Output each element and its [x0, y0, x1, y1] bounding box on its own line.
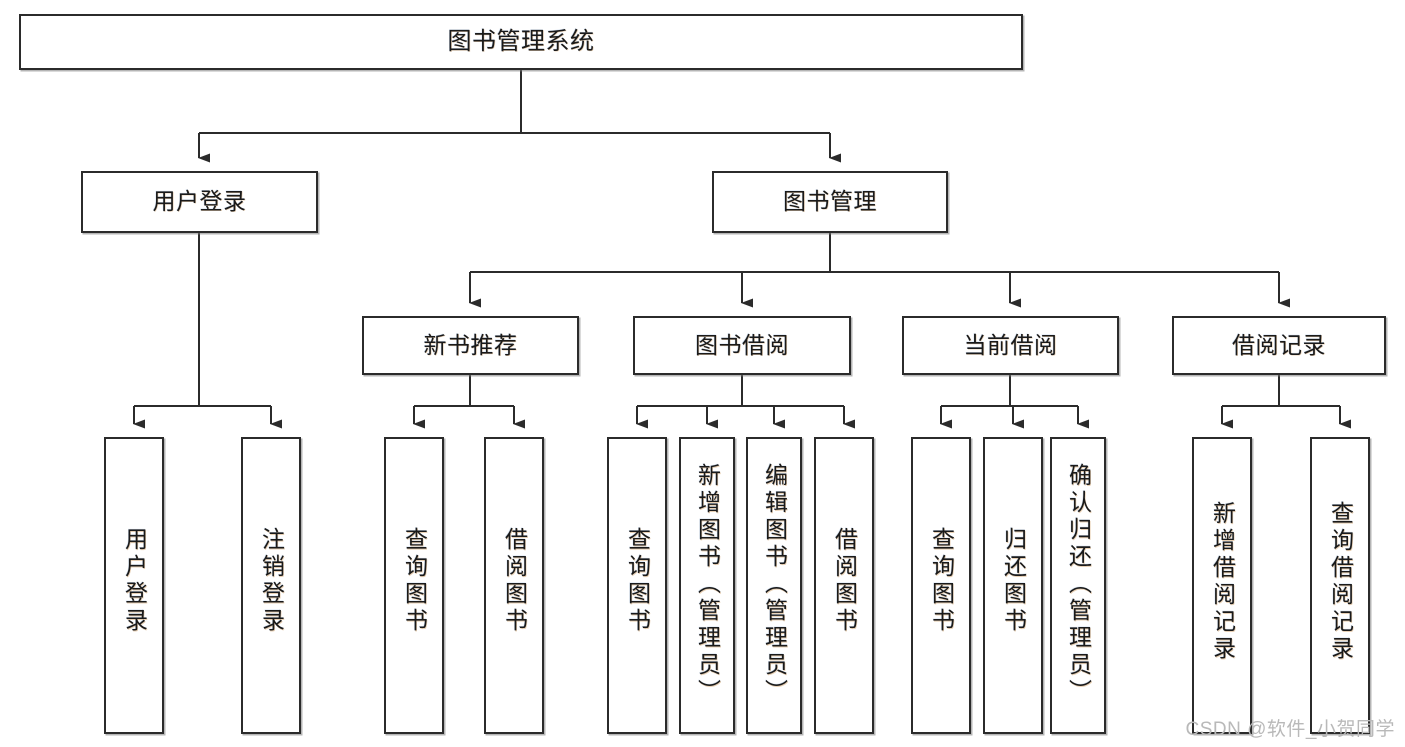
node-borrow-record[interactable]: 借阅记录	[1172, 316, 1386, 375]
leaf-logout[interactable]: 注销登录	[241, 437, 301, 734]
node-root-label: 图书管理系统	[447, 27, 595, 55]
leaf-add-book-admin-label: 新增图书（管理员）	[694, 463, 721, 706]
watermark: CSDN @软件_小贺同学	[1185, 719, 1395, 740]
node-book-management[interactable]: 图书管理	[712, 171, 948, 233]
node-book-borrow-label: 图书借阅	[695, 331, 789, 358]
leaf-query-book-borrow-label: 查询图书	[624, 527, 651, 635]
node-book-borrow[interactable]: 图书借阅	[633, 316, 851, 375]
leaf-add-borrow-record[interactable]: 新增借阅记录	[1192, 437, 1252, 734]
leaf-borrow-book-label: 借阅图书	[831, 527, 858, 635]
node-current-borrow-label: 当前借阅	[963, 331, 1058, 358]
node-user-login[interactable]: 用户登录	[81, 171, 318, 233]
node-user-login-label: 用户登录	[152, 188, 247, 215]
leaf-edit-book-admin-label: 编辑图书（管理员）	[761, 463, 788, 706]
leaf-borrow-book-new-label: 借阅图书	[501, 527, 528, 635]
leaf-add-book-admin[interactable]: 新增图书（管理员）	[679, 437, 735, 734]
node-new-book-recommend[interactable]: 新书推荐	[362, 316, 579, 375]
leaf-query-book-current-label: 查询图书	[928, 527, 955, 635]
leaf-edit-book-admin[interactable]: 编辑图书（管理员）	[746, 437, 802, 734]
leaf-user-login[interactable]: 用户登录	[104, 437, 164, 734]
leaf-logout-label: 注销登录	[258, 527, 285, 635]
leaf-return-book[interactable]: 归还图书	[983, 437, 1043, 734]
leaf-borrow-book[interactable]: 借阅图书	[814, 437, 874, 734]
node-borrow-record-label: 借阅记录	[1232, 331, 1326, 358]
node-root[interactable]: 图书管理系统	[19, 14, 1023, 70]
node-new-book-recommend-label: 新书推荐	[423, 331, 518, 358]
node-current-borrow[interactable]: 当前借阅	[902, 316, 1119, 375]
leaf-query-book-new-label: 查询图书	[401, 527, 428, 635]
leaf-query-borrow-record-label: 查询借阅记录	[1327, 501, 1354, 663]
leaf-borrow-book-new[interactable]: 借阅图书	[484, 437, 544, 734]
leaf-add-borrow-record-label: 新增借阅记录	[1209, 501, 1236, 663]
leaf-confirm-return-admin[interactable]: 确认归还（管理员）	[1050, 437, 1106, 734]
leaf-confirm-return-admin-label: 确认归还（管理员）	[1065, 463, 1092, 706]
leaf-query-book-new[interactable]: 查询图书	[384, 437, 444, 734]
leaf-query-book-borrow[interactable]: 查询图书	[607, 437, 667, 734]
leaf-query-borrow-record[interactable]: 查询借阅记录	[1310, 437, 1370, 734]
node-book-management-label: 图书管理	[783, 188, 877, 215]
leaf-user-login-label: 用户登录	[121, 527, 148, 635]
leaf-return-book-label: 归还图书	[1000, 527, 1027, 635]
leaf-query-book-current[interactable]: 查询图书	[911, 437, 971, 734]
